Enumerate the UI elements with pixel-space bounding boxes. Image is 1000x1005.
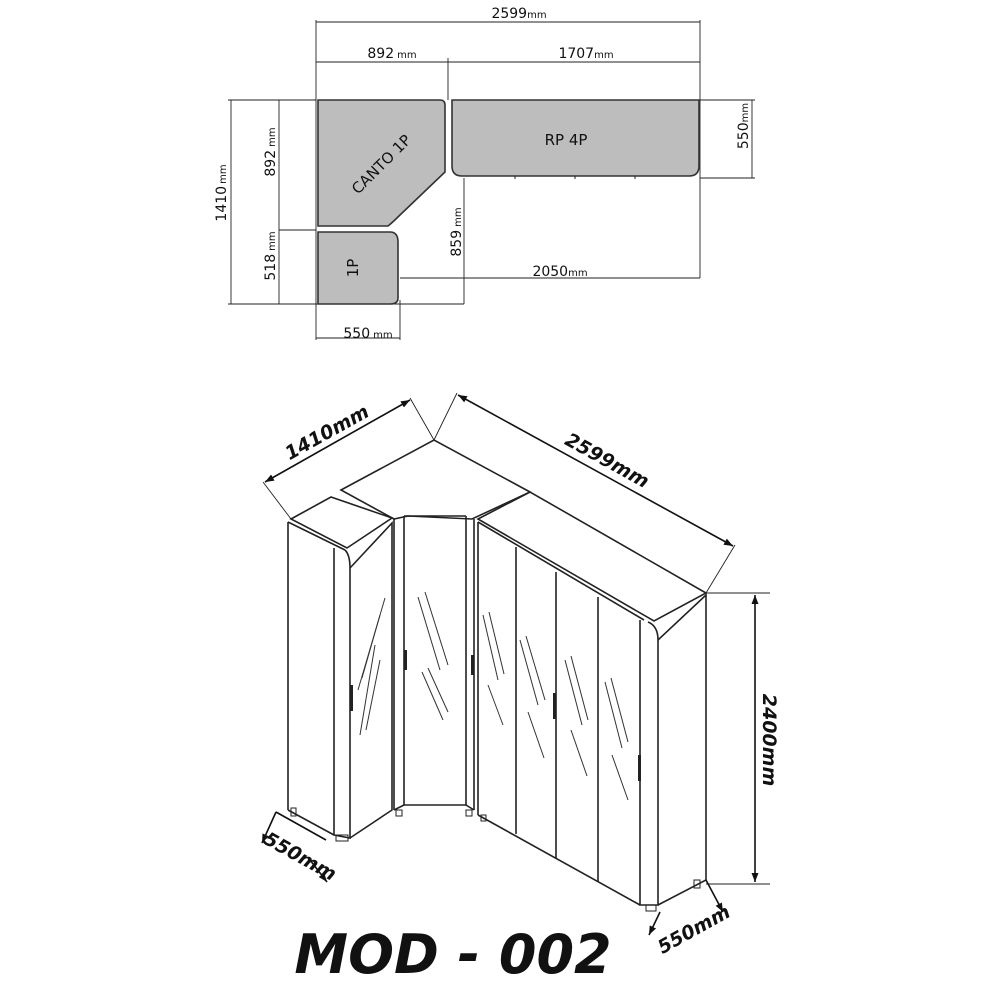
single-module-label: 1P	[344, 259, 362, 278]
single-module	[317, 231, 399, 305]
iso-dim-height: 2400mm	[758, 694, 780, 786]
mirror-glare	[357, 591, 629, 801]
handle-icon	[553, 693, 556, 719]
handle-icon	[638, 755, 641, 781]
plan-dimension-lines	[228, 20, 755, 340]
iso-dim-right-depth: 550mm	[654, 901, 734, 959]
rp-module-label: RP 4P	[545, 131, 588, 149]
handle-icon	[350, 685, 353, 711]
model-title: MOD - 002	[294, 923, 611, 986]
dim-canto-depth: 892mm	[263, 127, 279, 176]
handle-icon	[404, 650, 407, 670]
iso-dimension-lines	[261, 392, 770, 936]
dim-rp-depth: 550mm	[736, 103, 752, 149]
right-run	[477, 521, 707, 912]
iso-dim-right-run: 2599mm	[561, 429, 653, 493]
dim-total-width: 2599mm	[491, 6, 546, 22]
iso-dim-left-run: 1410mm	[281, 401, 373, 465]
left-tower	[287, 520, 393, 842]
dim-inner-depth: 859mm	[449, 207, 465, 256]
canto-module	[317, 99, 446, 227]
rp-module	[451, 99, 700, 177]
dim-single-depth: 518mm	[263, 231, 279, 280]
dim-rp-width: 1707mm	[558, 46, 613, 62]
handle-icon	[471, 655, 474, 675]
right-run-top	[476, 491, 708, 622]
door-handles	[350, 650, 641, 781]
dim-total-depth: 1410mm	[214, 164, 230, 221]
dim-inner-width: 2050mm	[532, 264, 587, 280]
iso-dim-left-depth: 550mm	[260, 828, 340, 886]
iso-view: 1410mm 2599mm 2400mm 550mm 550mm	[260, 392, 780, 959]
